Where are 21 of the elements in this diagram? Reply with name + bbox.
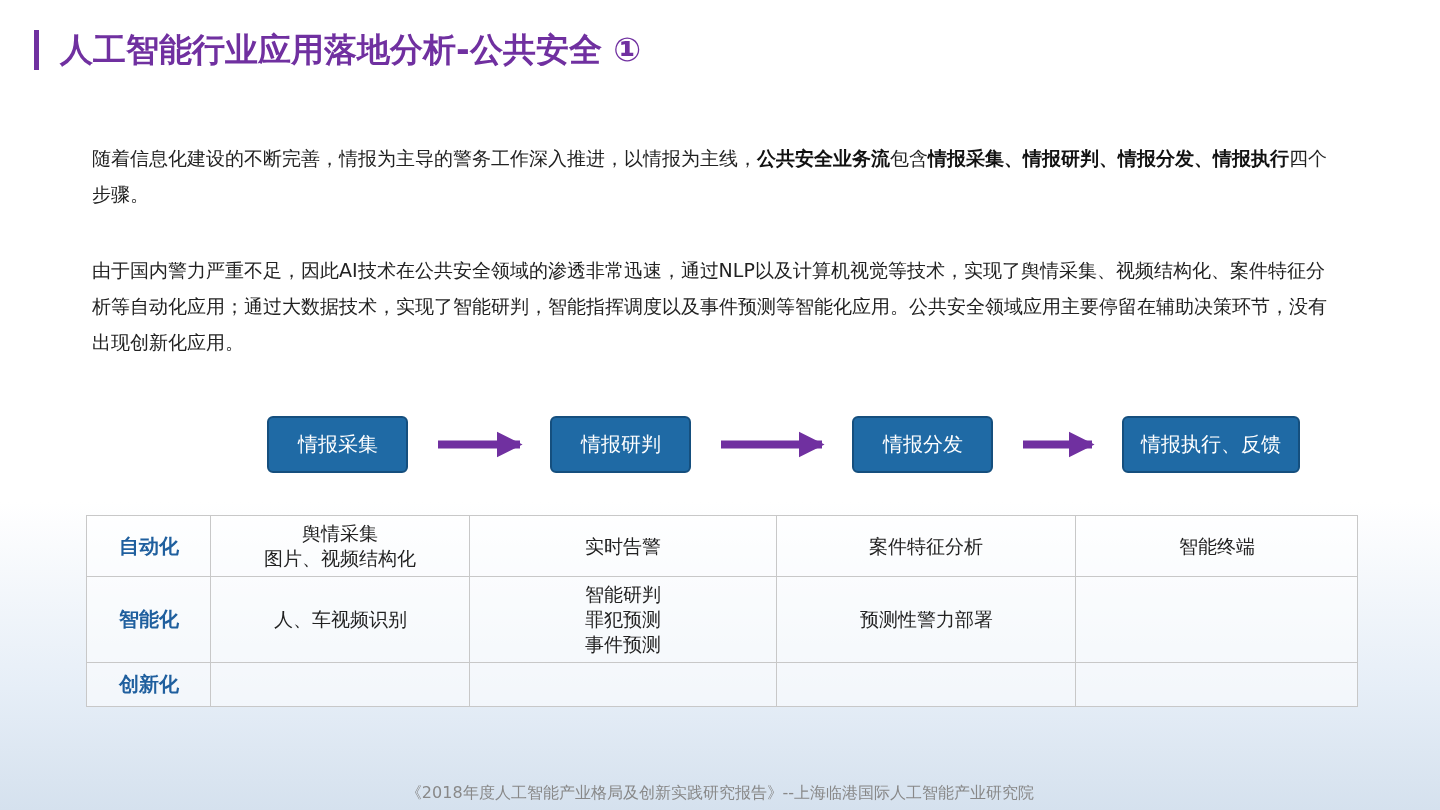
cell-text: 罪犯预测 <box>585 607 661 632</box>
slide-title: 人工智能行业应用落地分析-公共安全 ① <box>60 29 642 71</box>
cell-text: 事件预测 <box>585 632 661 657</box>
row-header: 自动化 <box>118 533 179 559</box>
row-header: 创新化 <box>118 672 179 697</box>
cell-text: 舆情采集 <box>302 521 378 546</box>
paragraph: 随着信息化建设的不断完善，情报为主导的警务工作深入推进，以情报为主线，公共安全业务流包含情报采集、情报研判、情报分发、情报执行四个步骤。 <box>92 146 1328 207</box>
cell-text: 图片、视频结构化 <box>264 546 416 571</box>
cell-text: 实时告警 <box>585 533 661 559</box>
cell-text: 预测性警力部署 <box>859 607 993 632</box>
cell-text: 智能终端 <box>1178 533 1255 559</box>
paragraph: 由于国内警力严重不足，因此AI技术在公共安全领域的渗透非常迅速，通过NLP以及计算机视觉等技术，实现了舆情采集、视频结构化、案件特征分析等自动化应用；通过大数据技术，实现了智能研判，智能指挥调度以及事件预测等智能化应用。公共安全领域应用主要停留在辅助决策环节，没有出现创新化应用。 <box>92 258 1328 355</box>
process-box: 情报采集 <box>267 416 408 473</box>
cell-text: 人、车视频识别 <box>273 607 407 632</box>
process-box: 情报分发 <box>852 416 993 473</box>
cell-text: 案件特征分析 <box>869 533 983 559</box>
process-box: 情报研判 <box>550 416 691 473</box>
source-note: 《2018年度人工智能产业格局及创新实践研究报告》--上海临港国际人工智能产业研究院 <box>405 783 1035 804</box>
process-box: 情报执行、反馈 <box>1122 416 1300 473</box>
cell-text: 智能研判 <box>585 582 661 607</box>
row-header: 智能化 <box>118 607 179 632</box>
